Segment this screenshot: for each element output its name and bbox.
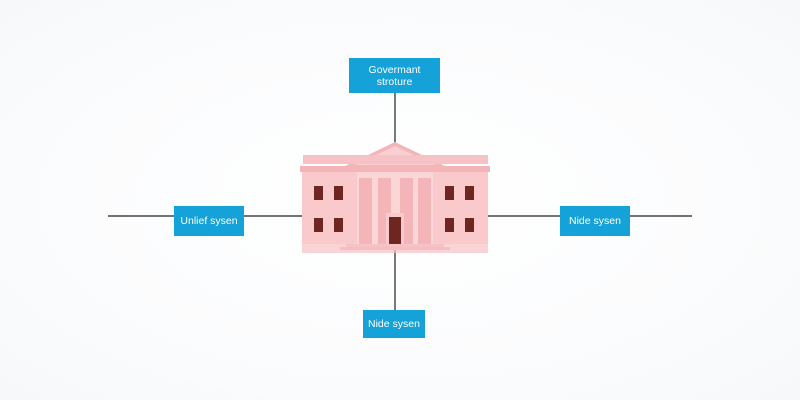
building-window xyxy=(334,218,343,232)
building-left-wing xyxy=(302,172,357,244)
building-right-wing xyxy=(433,172,488,244)
building-door xyxy=(389,217,401,244)
building-window xyxy=(465,218,474,232)
government-building-icon xyxy=(300,142,490,253)
node-bottom-system: Nide sysen xyxy=(363,310,425,338)
building-base xyxy=(302,244,488,253)
building-column xyxy=(359,178,372,244)
building-window xyxy=(334,186,343,200)
building-window xyxy=(445,186,454,200)
building-entablature xyxy=(303,155,488,164)
node-right-system: Nide sysen xyxy=(560,206,630,236)
building-window xyxy=(314,218,323,232)
building-window xyxy=(314,186,323,200)
building-column xyxy=(418,178,431,244)
node-left-system: Unlief sysen xyxy=(174,206,244,236)
building-window xyxy=(465,186,474,200)
node-government-structure: Govermant stroture xyxy=(349,58,440,93)
building-cornice xyxy=(300,166,490,172)
building-window xyxy=(445,218,454,232)
